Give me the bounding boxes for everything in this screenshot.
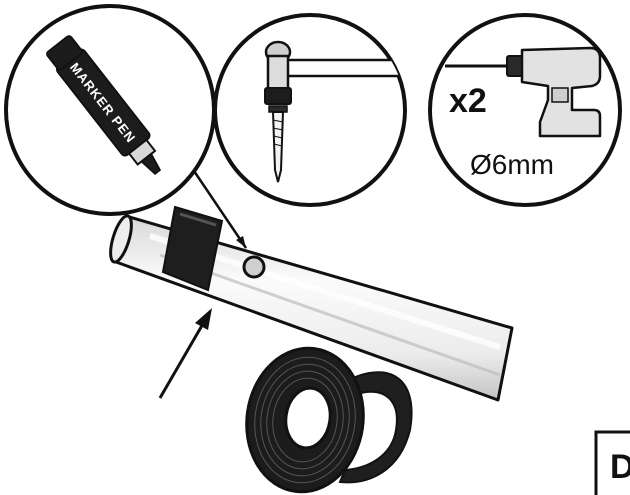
hammer-nail-icon (264, 40, 405, 183)
leader-line (190, 167, 248, 249)
hammer-circle (213, 13, 407, 207)
drill-count: x2 (449, 82, 487, 120)
drill-icon (445, 46, 602, 138)
hole-marker (242, 255, 266, 279)
corner-label: D (610, 448, 630, 486)
drill-circle: x2 Ø6mm (428, 13, 622, 207)
tape-roll-icon (245, 346, 413, 494)
arrow-icon (158, 308, 212, 399)
pipe-icon (109, 205, 514, 402)
tape-band (161, 205, 224, 292)
corner-label-box: D (594, 430, 630, 495)
drill-size: Ø6mm (470, 149, 554, 180)
marker-circle: MARKER PEN (4, 4, 216, 216)
